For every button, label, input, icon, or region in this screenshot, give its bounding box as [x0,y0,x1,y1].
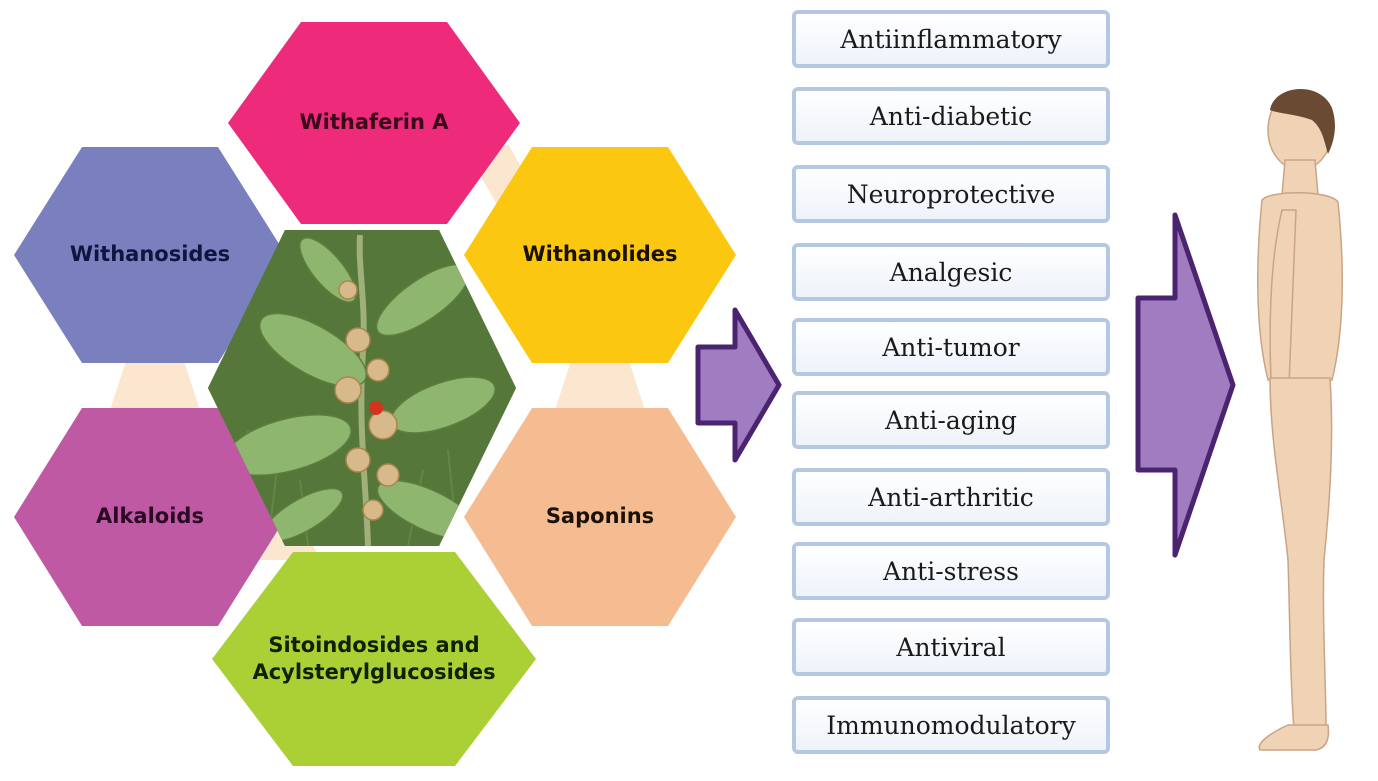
effect-box: Anti-stress [792,542,1110,600]
effect-label: Anti-arthritic [868,482,1034,512]
effect-label: Analgesic [889,257,1013,287]
effect-label: Anti-tumor [882,332,1020,362]
effect-label: Anti-stress [883,556,1019,586]
effect-label: Antiinflammatory [840,24,1062,54]
effect-box: Anti-aging [792,391,1110,449]
hex-label: Withanosides [69,242,231,267]
compound-hexagon-cluster: Withaferin A Withanosides Withanolides A… [14,22,736,766]
effect-box: Analgesic [792,243,1110,301]
effect-label: Anti-diabetic [869,101,1033,131]
hex-label: Withanolides [522,242,678,267]
hex-connector [110,355,200,410]
hex-label: Withaferin A [299,110,449,135]
hex-label: Sitoindosides and Acylsterylglucosides [252,632,496,684]
effect-box: Antiinflammatory [792,10,1110,68]
hex-sitoindosides: Sitoindosides and Acylsterylglucosides [212,552,536,766]
plant-photo [208,230,516,546]
effect-label: Immunomodulatory [826,710,1076,740]
human-body-icon [1256,89,1344,751]
effect-box: Anti-diabetic [792,87,1110,145]
hex-connector [555,355,645,410]
effect-label: Anti-aging [885,405,1017,435]
effect-box: Anti-tumor [792,318,1110,376]
effect-label: Neuroprotective [846,179,1056,209]
effect-box: Anti-arthritic [792,468,1110,526]
effect-label: Antiviral [896,632,1006,662]
hex-label: Saponins [545,504,655,529]
effect-box: Antiviral [792,618,1110,676]
effect-box: Immunomodulatory [792,696,1110,754]
hex-label: Alkaloids [96,504,204,529]
right-arrow-icon [695,307,782,463]
hex-withaferin-a: Withaferin A [228,22,520,224]
plant-illustration [208,230,516,546]
effect-box: Neuroprotective [792,165,1110,223]
right-arrow-icon [1135,212,1236,558]
